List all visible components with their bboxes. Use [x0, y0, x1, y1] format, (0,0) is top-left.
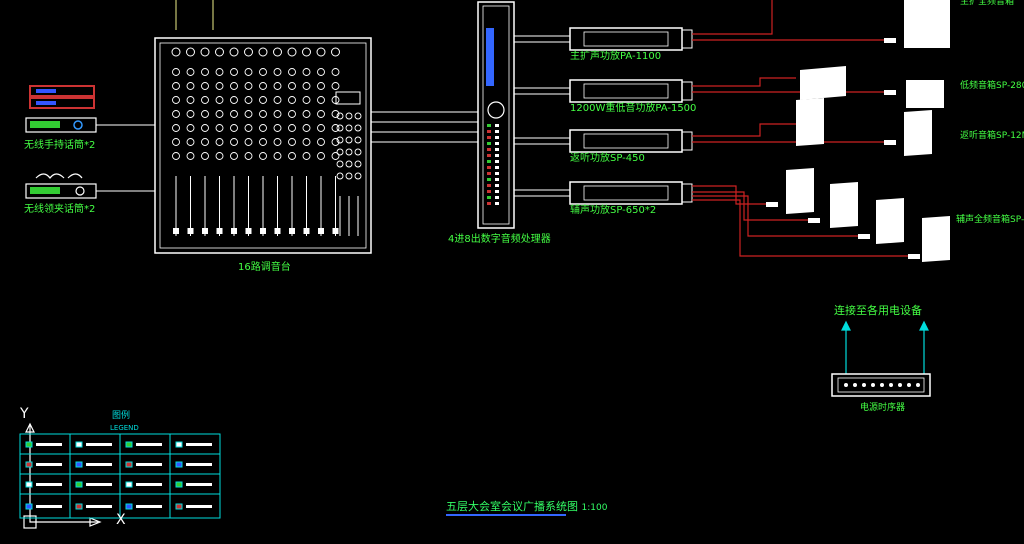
axis-x-label: X: [116, 512, 126, 528]
speaker-monitor: [796, 98, 932, 156]
amplifier-pa-1500: [569, 79, 693, 103]
amp1-label: 主扩声功放PA-1100: [570, 51, 662, 62]
legend-title: 图例: [112, 411, 131, 421]
speaker-wires: [692, 0, 910, 257]
speaker-aux-label: 辅声全频音箱SP-12: [956, 215, 1024, 225]
amplifier-sp-650: [569, 181, 693, 205]
speaker-main: [884, 0, 950, 48]
mixer-console: [154, 37, 372, 254]
speaker-sub-label: 低频音箱SP-280: [960, 81, 1024, 91]
axis-y-label: Y: [20, 406, 29, 422]
mic-handheld-label: 无线手持话筒*2: [24, 140, 96, 151]
diagram-title-text: 五层大会室会议广播系统图: [446, 500, 578, 513]
power-label: 连接至各用电设备: [834, 304, 922, 317]
amplifier-sp-450: [569, 129, 693, 153]
amplifier-pa-1100: [569, 27, 693, 51]
mixer-input-wires: [175, 0, 214, 30]
legend-table: [19, 433, 221, 519]
processor-to-amp-wires: [514, 35, 570, 197]
mixer-label: 16路调音台: [238, 262, 291, 273]
speaker-main-label: 主扩全频音箱: [960, 0, 1015, 7]
ucs-axis-icon: [23, 422, 102, 529]
power-device-label: 电源时序器: [860, 403, 906, 413]
audio-processor: [477, 1, 515, 229]
wireless-lapel-mic: [25, 173, 97, 199]
mic-lapel-label: 无线领夹话筒*2: [24, 204, 96, 215]
mixer-to-processor-wires: [371, 111, 478, 143]
legend-subtitle: LEGEND: [110, 424, 139, 432]
diagram-scale: 1:100: [581, 503, 608, 513]
amp3-label: 返听功放SP-450: [570, 153, 645, 164]
power-sequencer: [831, 373, 931, 397]
amp2-label: 1200W重低音功放PA-1500: [570, 103, 697, 114]
diagram-title: 五层大会室会议广播系统图 1:100: [446, 498, 607, 514]
processor-label: 4进8出数字音频处理器: [448, 234, 551, 245]
power-connection-arrows: [841, 320, 929, 374]
speaker-aux: [766, 168, 950, 262]
amp4-label: 辅声功放SP-650*2: [570, 205, 657, 216]
speaker-monitor-label: 返听音箱SP-12M: [960, 131, 1024, 141]
wireless-handheld-mic: [25, 85, 97, 133]
speaker-sub: [800, 66, 944, 108]
